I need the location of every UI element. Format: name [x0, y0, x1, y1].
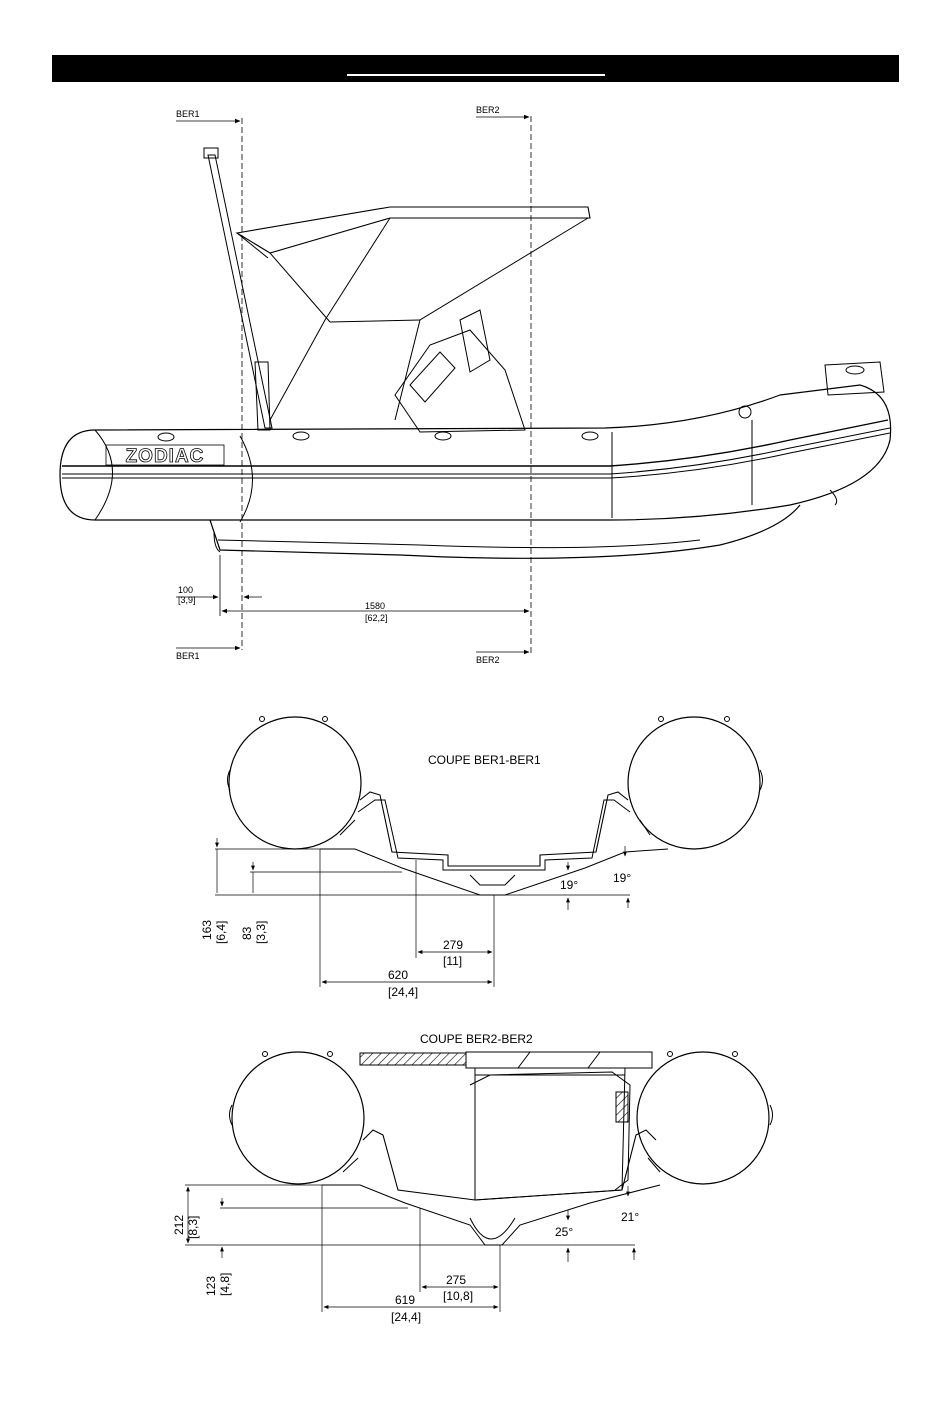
section1-half-width-inch: [24,4] [388, 985, 418, 999]
section1-half-width-value: 620 [388, 968, 408, 982]
section1-angle-outer: 19° [613, 871, 631, 885]
section1-keel-width-value: 279 [443, 938, 463, 952]
hull-outline [210, 505, 800, 558]
ber2-top-label: BER2 [476, 105, 500, 115]
dim-1580-value: 1580 [365, 601, 385, 611]
section2-half-width-value: 619 [395, 1293, 415, 1307]
section1-keel-width-inch: [11] [443, 954, 462, 968]
section1-height-total-inch: [6,4] [214, 921, 228, 944]
dim-1580-inch: [62,2] [365, 613, 388, 623]
section2-height-keel-inch: [4,8] [218, 1273, 232, 1296]
section-ber2 [185, 1052, 773, 1313]
bimini-top [237, 207, 590, 253]
section2-height-total-value: 212 [172, 1215, 186, 1235]
section2-height-keel-value: 123 [204, 1276, 218, 1296]
section1-height-keel-value: 83 [240, 926, 254, 940]
console [395, 330, 525, 432]
section1-title: COUPE BER1-BER1 [428, 753, 541, 767]
side-view [60, 116, 891, 654]
zodiac-logo: ZODIAC [106, 445, 224, 467]
section2-keel-width-value: 275 [446, 1273, 466, 1287]
section2-half-width-inch: [24,4] [391, 1310, 421, 1324]
ber2-bottom-label: BER2 [476, 655, 500, 665]
side-dimensions [176, 555, 529, 616]
section1-height-total-value: 163 [200, 920, 214, 940]
ber1-bottom-label: BER1 [176, 651, 200, 661]
svg-text:ZODIAC: ZODIAC [126, 446, 205, 467]
section2-angle-inner: 25° [555, 1225, 573, 1239]
section1-angle-inner: 19° [560, 878, 578, 892]
ber1-top-label: BER1 [176, 109, 200, 119]
section2-title: COUPE BER2-BER2 [420, 1032, 533, 1046]
mast [208, 155, 272, 428]
dim-100-value: 100 [178, 585, 193, 595]
section1-height-keel-inch: [3,3] [254, 921, 268, 944]
section2-height-total-inch: [8,3] [186, 1216, 200, 1239]
section2-keel-width-inch: [10,8] [443, 1289, 473, 1303]
section2-angle-outer: 21° [621, 1210, 639, 1224]
dim-100-inch: [3,9] [178, 595, 196, 605]
